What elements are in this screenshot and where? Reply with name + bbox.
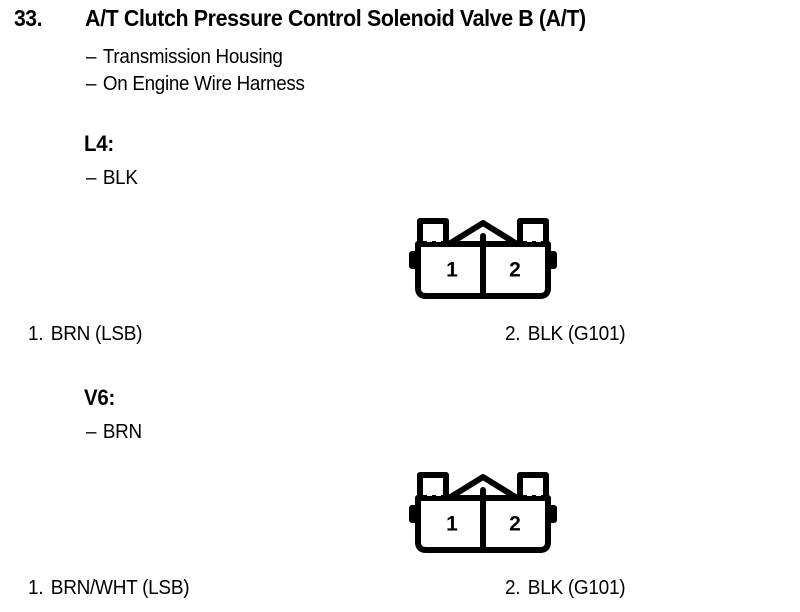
pin-entry-1: 1. BRN/WHT (LSB) (28, 577, 190, 600)
list-item: –Transmission Housing (86, 44, 305, 71)
cavity-label-2: 2 (509, 513, 521, 536)
pin-number: 2. (505, 577, 521, 599)
variant-wire-v6: –BRN (86, 421, 142, 444)
variant-heading-l4: L4: (84, 131, 114, 156)
variant-heading-v6: V6: (84, 385, 116, 410)
pin-label: BLK (G101) (527, 323, 626, 345)
bullet-dash: – (86, 167, 97, 189)
pin-number: 2. (505, 323, 521, 345)
bullet-dash: – (86, 73, 97, 95)
page-title: A/T Clutch Pressure Control Solenoid Val… (85, 5, 586, 31)
pin-label: BRN/WHT (LSB) (50, 577, 190, 599)
wire-color-label: BLK (102, 167, 138, 189)
bullet-dash: – (86, 46, 97, 68)
pin-number: 1. (28, 577, 44, 599)
cavity-label-1: 1 (446, 513, 458, 536)
pin-entry-2: 2. BLK (G101) (505, 323, 626, 346)
connector-diagram-v6: 1 2 (408, 468, 558, 556)
location-label: On Engine Wire Harness (102, 73, 305, 95)
variant-wire-l4: –BLK (86, 167, 138, 190)
pin-legend-l4: 1. BRN (LSB) 2. BLK (G101) (0, 323, 800, 351)
entry-number: 33. (14, 5, 43, 31)
cavity-label-2: 2 (509, 259, 521, 282)
connector-diagram-l4: 1 2 (408, 214, 558, 302)
cavity-label-1: 1 (446, 259, 458, 282)
pin-legend-v6: 1. BRN/WHT (LSB) 2. BLK (G101) (0, 577, 800, 605)
connector-shell (409, 472, 557, 553)
pin-entry-2: 2. BLK (G101) (505, 577, 626, 600)
tab-slots (427, 480, 541, 496)
pin-number: 1. (28, 323, 44, 345)
pin-label: BRN (LSB) (50, 323, 143, 345)
tab-slots (427, 226, 541, 242)
list-item: –On Engine Wire Harness (86, 71, 305, 98)
wire-color-label: BRN (102, 421, 142, 443)
pin-label: BLK (G101) (527, 577, 626, 599)
connector-shell (409, 218, 557, 299)
pin-entry-1: 1. BRN (LSB) (28, 323, 142, 346)
bullet-dash: – (86, 421, 97, 443)
location-label: Transmission Housing (102, 46, 283, 68)
location-list: –Transmission Housing –On Engine Wire Ha… (86, 44, 319, 98)
